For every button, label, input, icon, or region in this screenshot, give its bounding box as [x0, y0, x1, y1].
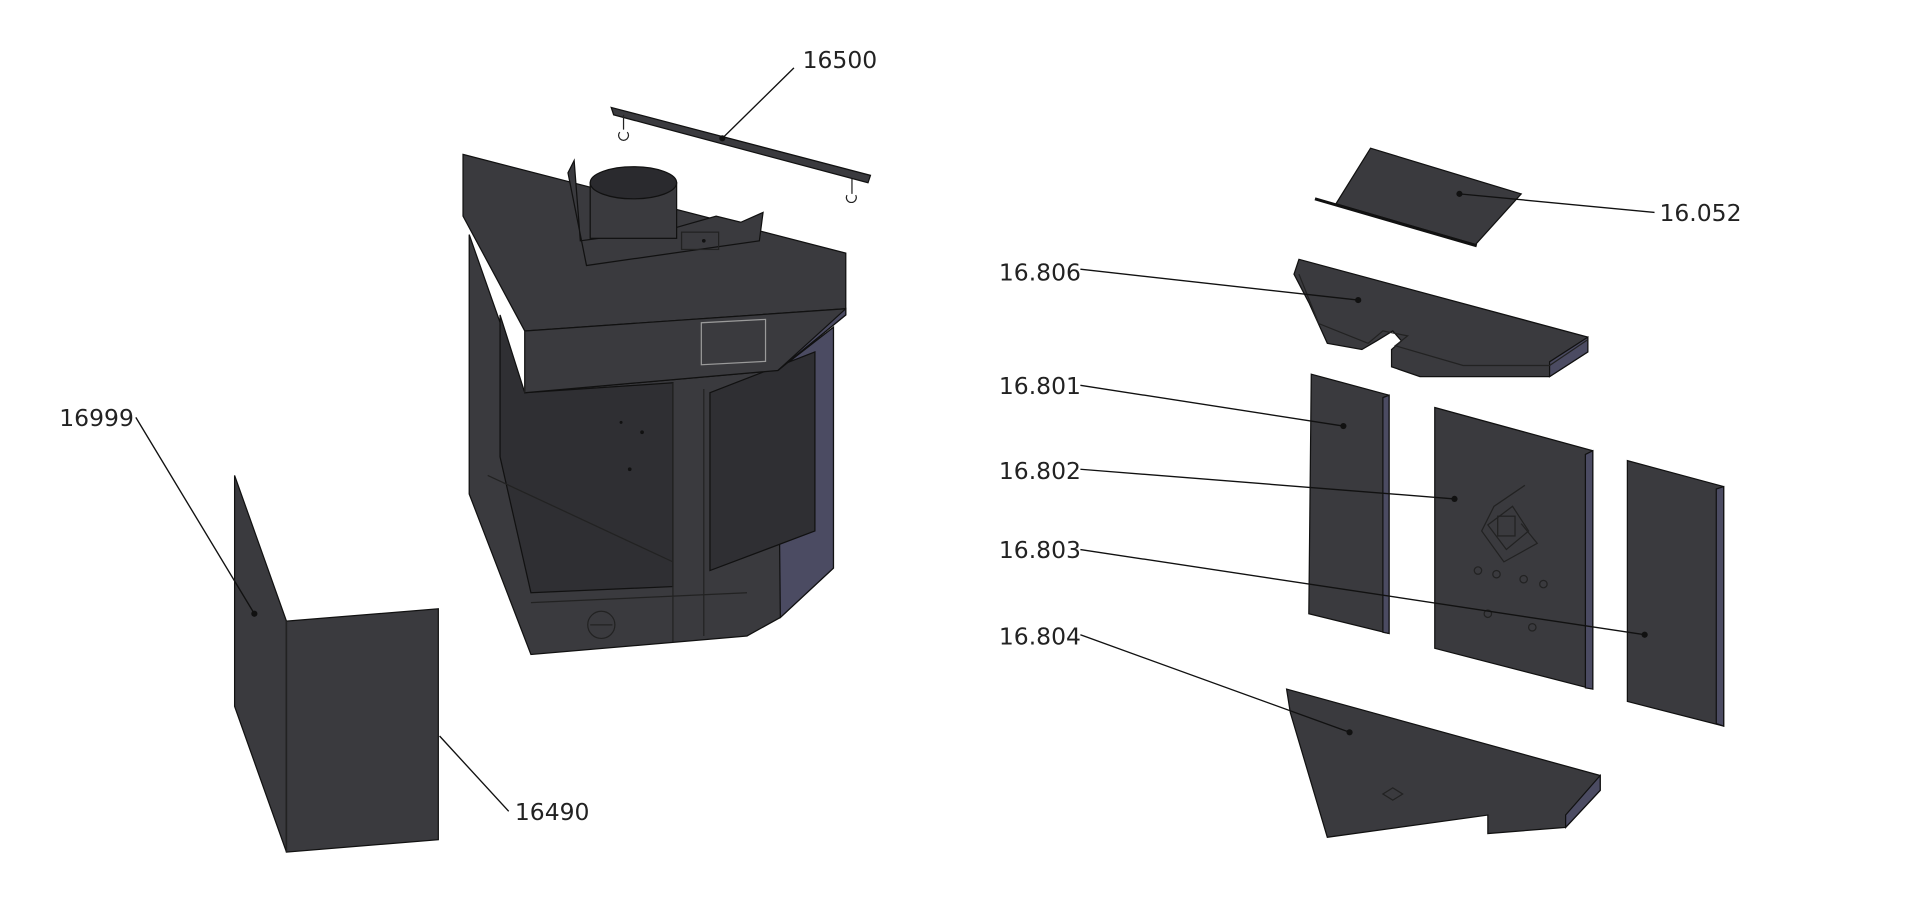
- top-brick-part: [1293, 258, 1589, 378]
- callout-16052: 16.052: [1659, 199, 1741, 227]
- right-brick-part: [1626, 459, 1725, 727]
- leader-lines: [135, 67, 1655, 812]
- deflector-plate-part: [1314, 147, 1523, 248]
- callout-16490: 16490: [515, 798, 590, 826]
- fireplace-body: [462, 153, 847, 656]
- top-bracket-part: [610, 106, 872, 204]
- back-brick-part: [1434, 406, 1594, 690]
- callout-16802: 16.802: [999, 457, 1081, 485]
- callout-16804: 16.804: [999, 623, 1081, 651]
- callout-16999: 16999: [59, 404, 134, 432]
- callout-16801: 16.801: [999, 372, 1081, 400]
- label-plate: [700, 318, 767, 366]
- brand-logo-icon: [1480, 484, 1539, 563]
- callout-16803: 16.803: [999, 536, 1081, 564]
- callout-16806: 16.806: [999, 258, 1081, 286]
- floor-brick-part: [1285, 688, 1601, 838]
- side-panel-part: [233, 475, 439, 853]
- flue-opening: [589, 166, 678, 200]
- callout-16500: 16500: [803, 46, 878, 74]
- left-brick-part: [1308, 373, 1390, 635]
